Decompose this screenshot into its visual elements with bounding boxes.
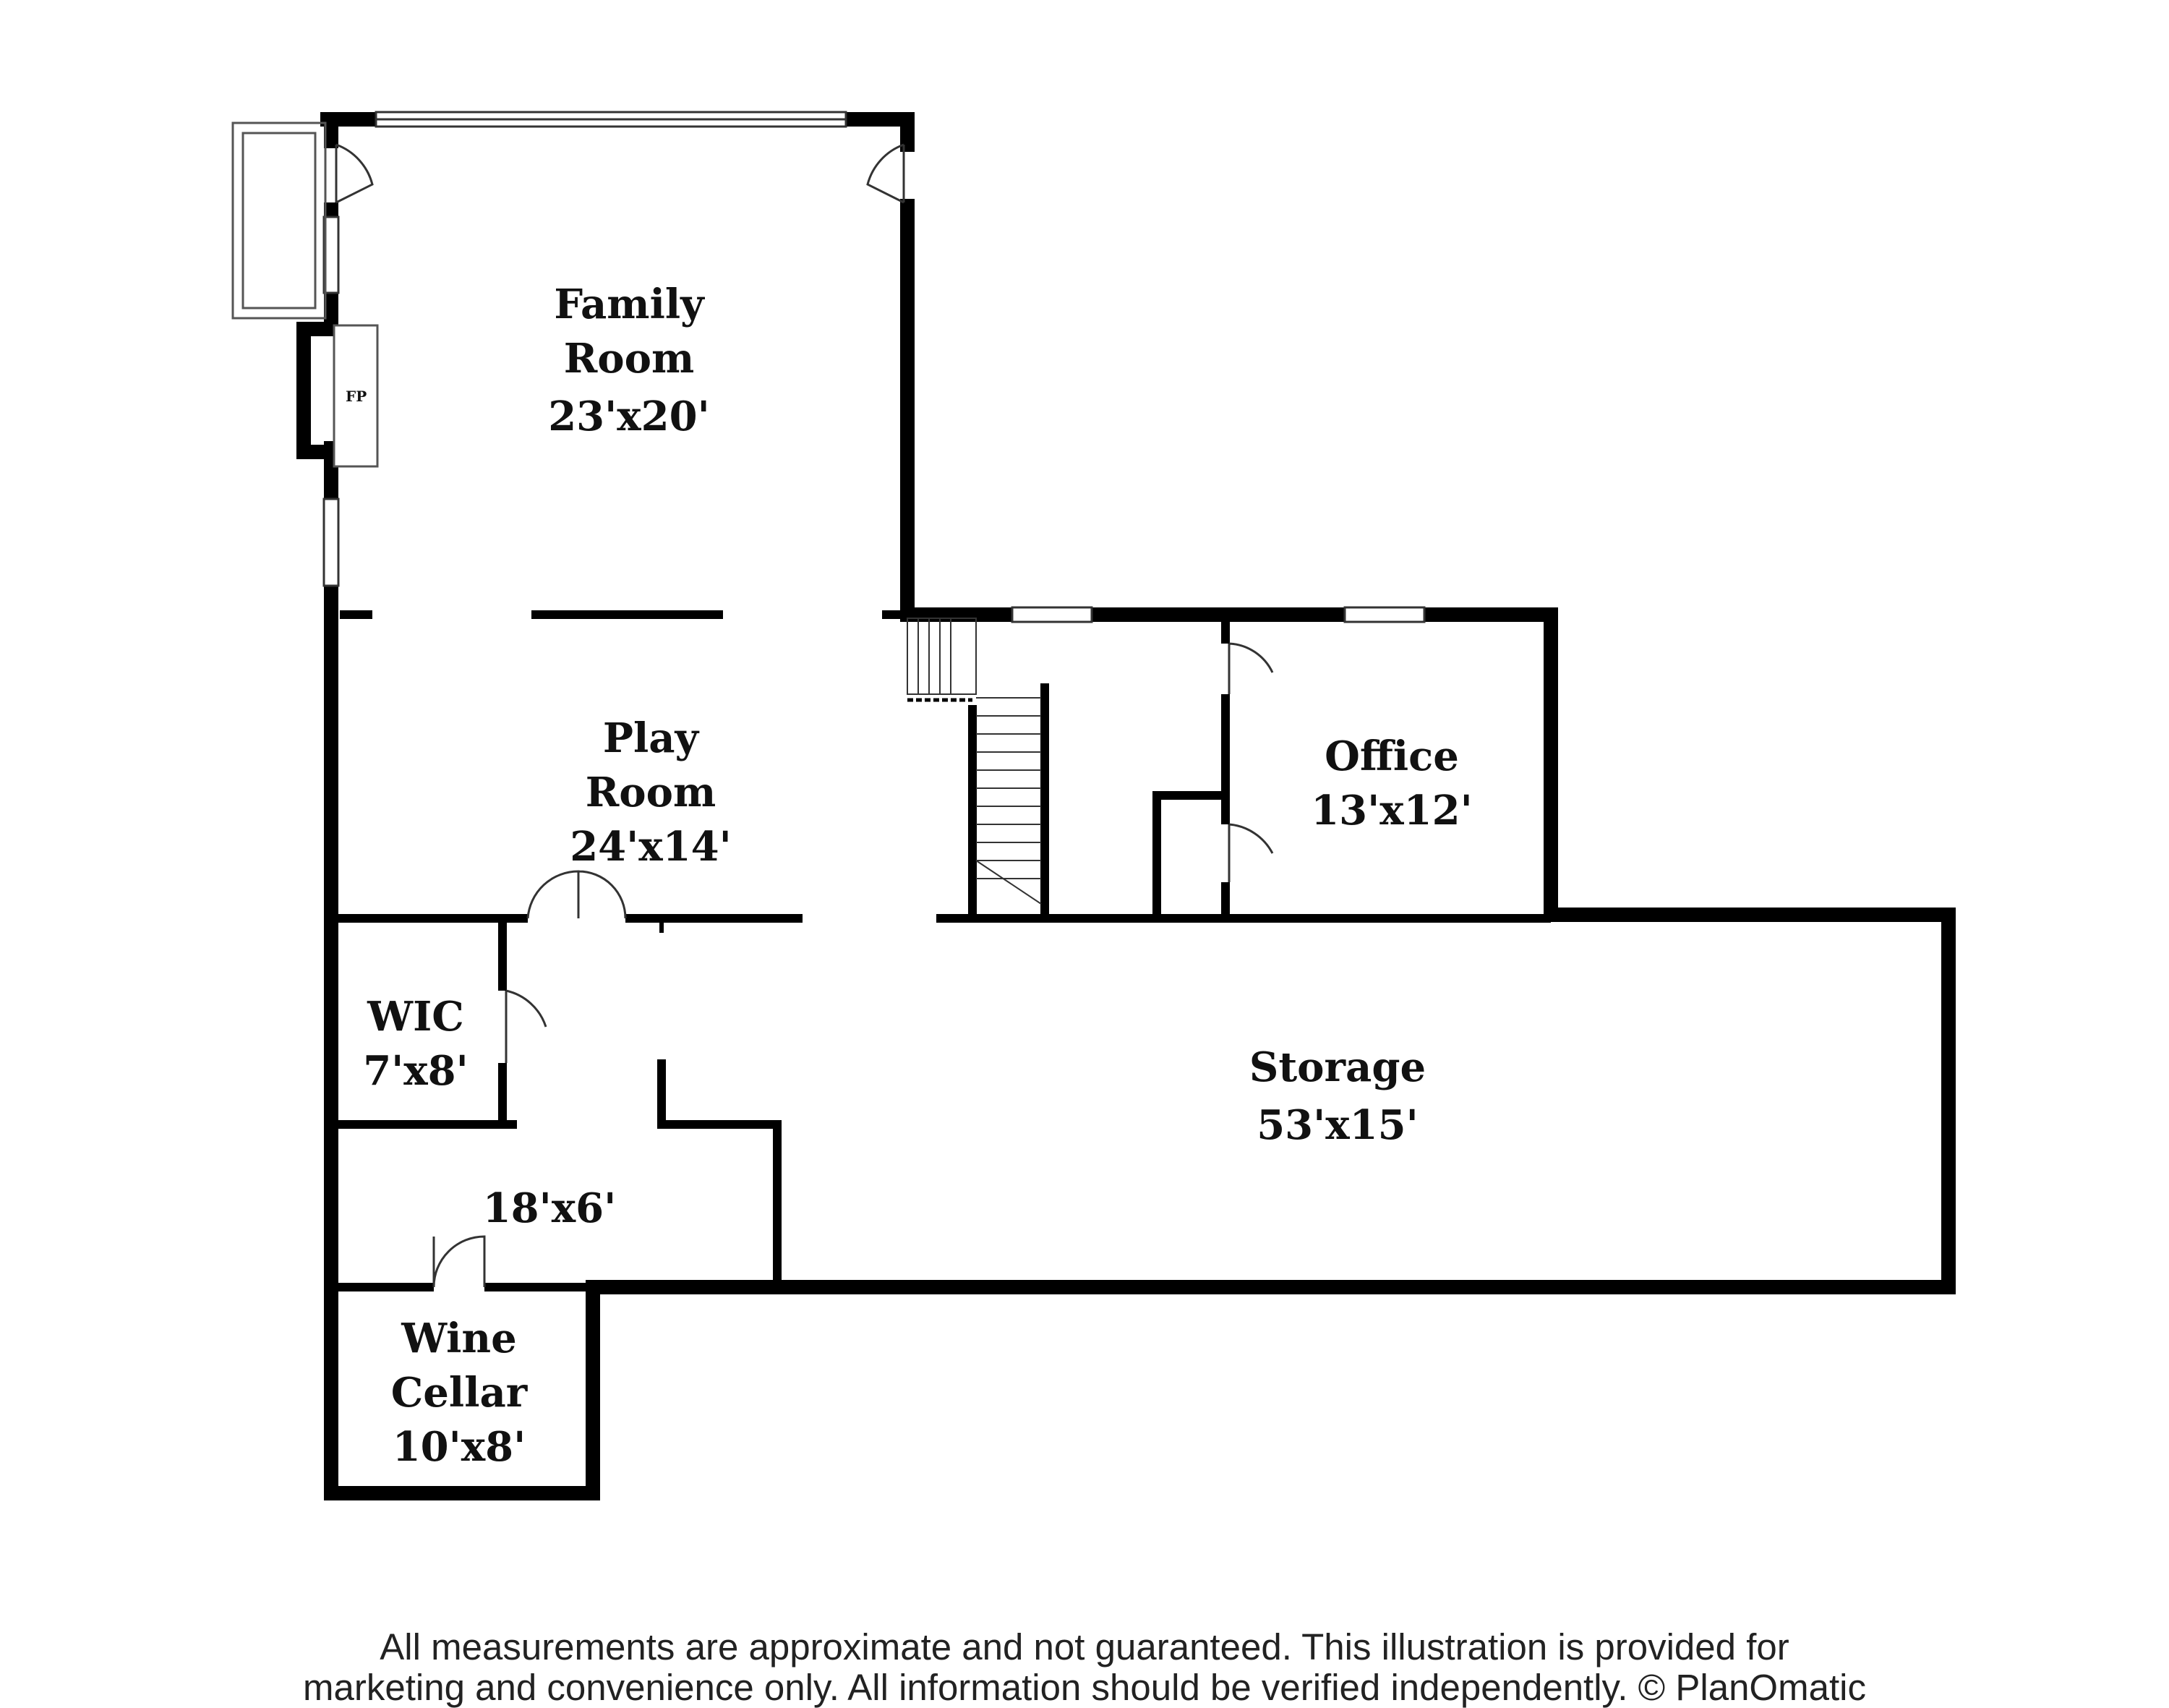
door-office-bottom [1228, 823, 1274, 882]
play-room-size: 24'x14' [570, 823, 732, 871]
stairs [907, 618, 1042, 905]
room-hall: 18'x6' [483, 1184, 617, 1232]
door-family-left [335, 143, 374, 204]
fireplace-label: FP [346, 388, 367, 405]
hall-size: 18'x6' [483, 1184, 617, 1232]
play-room-name-line2: Room [586, 769, 716, 816]
wic-name: WIC [367, 993, 464, 1041]
room-wine-cellar: Wine Cellar 10'x8' [391, 1315, 529, 1471]
family-room-size: 23'x20' [548, 393, 710, 440]
room-family: Family Room 23'x20' [548, 281, 710, 440]
disclaimer-line2: marketing and convenience only. All info… [303, 1667, 1866, 1708]
balcony [231, 121, 327, 320]
wic-size: 7'x8' [363, 1047, 469, 1095]
disclaimer: All measurements are approximate and not… [0, 1627, 2169, 1708]
room-play: Play Room 24'x14' [570, 714, 732, 871]
room-wic: WIC 7'x8' [363, 993, 469, 1095]
fireplace-wall [296, 322, 331, 459]
door-wine [432, 1235, 486, 1288]
door-play-double [526, 870, 627, 919]
door-wic [505, 989, 547, 1063]
room-storage: Storage 53'x15' [1249, 1043, 1426, 1149]
office-size: 13'x12' [1311, 787, 1473, 834]
storage-size: 53'x15' [1257, 1101, 1419, 1149]
door-office-top [1228, 642, 1274, 694]
wine-cellar-name-line2: Cellar [391, 1369, 529, 1417]
storage-name: Storage [1249, 1043, 1426, 1091]
family-room-name-line2: Room [564, 335, 695, 383]
disclaimer-line1: All measurements are approximate and not… [380, 1626, 1789, 1668]
wine-cellar-name-line1: Wine [401, 1315, 517, 1362]
doors [335, 143, 1274, 1288]
interior-walls [331, 610, 1551, 1291]
family-room-name-line1: Family [554, 281, 705, 328]
play-room-name-line1: Play [603, 714, 700, 762]
windows [322, 111, 1426, 623]
fireplace: FP [333, 324, 379, 468]
room-office: Office 13'x12' [1311, 733, 1473, 834]
door-family-right [866, 143, 905, 204]
office-name: Office [1325, 733, 1459, 780]
wine-cellar-size: 10'x8' [393, 1423, 526, 1471]
